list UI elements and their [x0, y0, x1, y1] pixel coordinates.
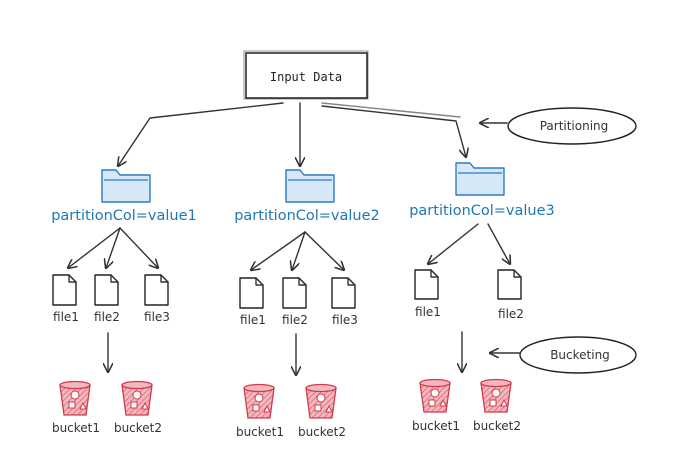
bucket-label: bucket1 — [412, 419, 460, 433]
input-data-node: Input Data — [243, 50, 369, 100]
file-icon — [94, 274, 119, 306]
bucket-label: bucket1 — [236, 425, 284, 439]
file-icon — [497, 269, 522, 300]
file-label: file2 — [94, 310, 120, 324]
bucket-icon — [305, 383, 337, 419]
partitioning-callout: Partitioning — [480, 107, 637, 145]
bucketing-callout: Bucketing — [490, 336, 637, 374]
bucket-label: bucket1 — [52, 421, 100, 435]
bucket-label: bucket2 — [473, 419, 521, 433]
bucketing-label: Bucketing — [550, 348, 610, 362]
root-to-partition-arrows — [118, 102, 466, 166]
file-label: file2 — [498, 307, 524, 321]
file-label: file3 — [144, 310, 170, 324]
partition-label: partitionCol=value3 — [409, 203, 555, 219]
file-label: file1 — [53, 310, 79, 324]
partitioning-label: Partitioning — [540, 119, 609, 133]
file-icon — [331, 277, 356, 309]
bucket-icon — [121, 380, 153, 416]
bucket-icon — [480, 378, 512, 413]
file-icon — [144, 274, 169, 306]
partition-1: partitionCol=value1 file1 file2 file3 bu… — [51, 169, 197, 435]
partition-2: partitionCol=value2 file1 file2 file3 bu… — [234, 169, 380, 439]
file-icon — [282, 277, 307, 309]
folder-icon — [285, 169, 335, 203]
file-label: file2 — [282, 313, 308, 327]
bucket-icon — [59, 380, 91, 416]
partition-label: partitionCol=value2 — [234, 208, 380, 224]
file-icon — [239, 277, 264, 309]
file-icon — [52, 274, 77, 306]
bucket-icon — [243, 383, 275, 419]
arrow-root-to-partition3 — [321, 105, 466, 157]
partition-3: partitionCol=value3 file1 file2 bucket1 … — [409, 162, 555, 433]
file-label: file3 — [332, 313, 358, 327]
bucket-icon — [419, 378, 451, 413]
bucket-label: bucket2 — [114, 421, 162, 435]
file-label: file1 — [240, 313, 266, 327]
arrow-root-to-partition1 — [118, 102, 284, 166]
partition-label: partitionCol=value1 — [51, 208, 197, 224]
bucket-label: bucket2 — [298, 425, 346, 439]
folder-icon — [455, 162, 505, 196]
input-data-label: Input Data — [270, 70, 342, 84]
file-label: file1 — [415, 305, 441, 319]
file-icon — [414, 269, 439, 300]
folder-icon — [101, 169, 151, 203]
